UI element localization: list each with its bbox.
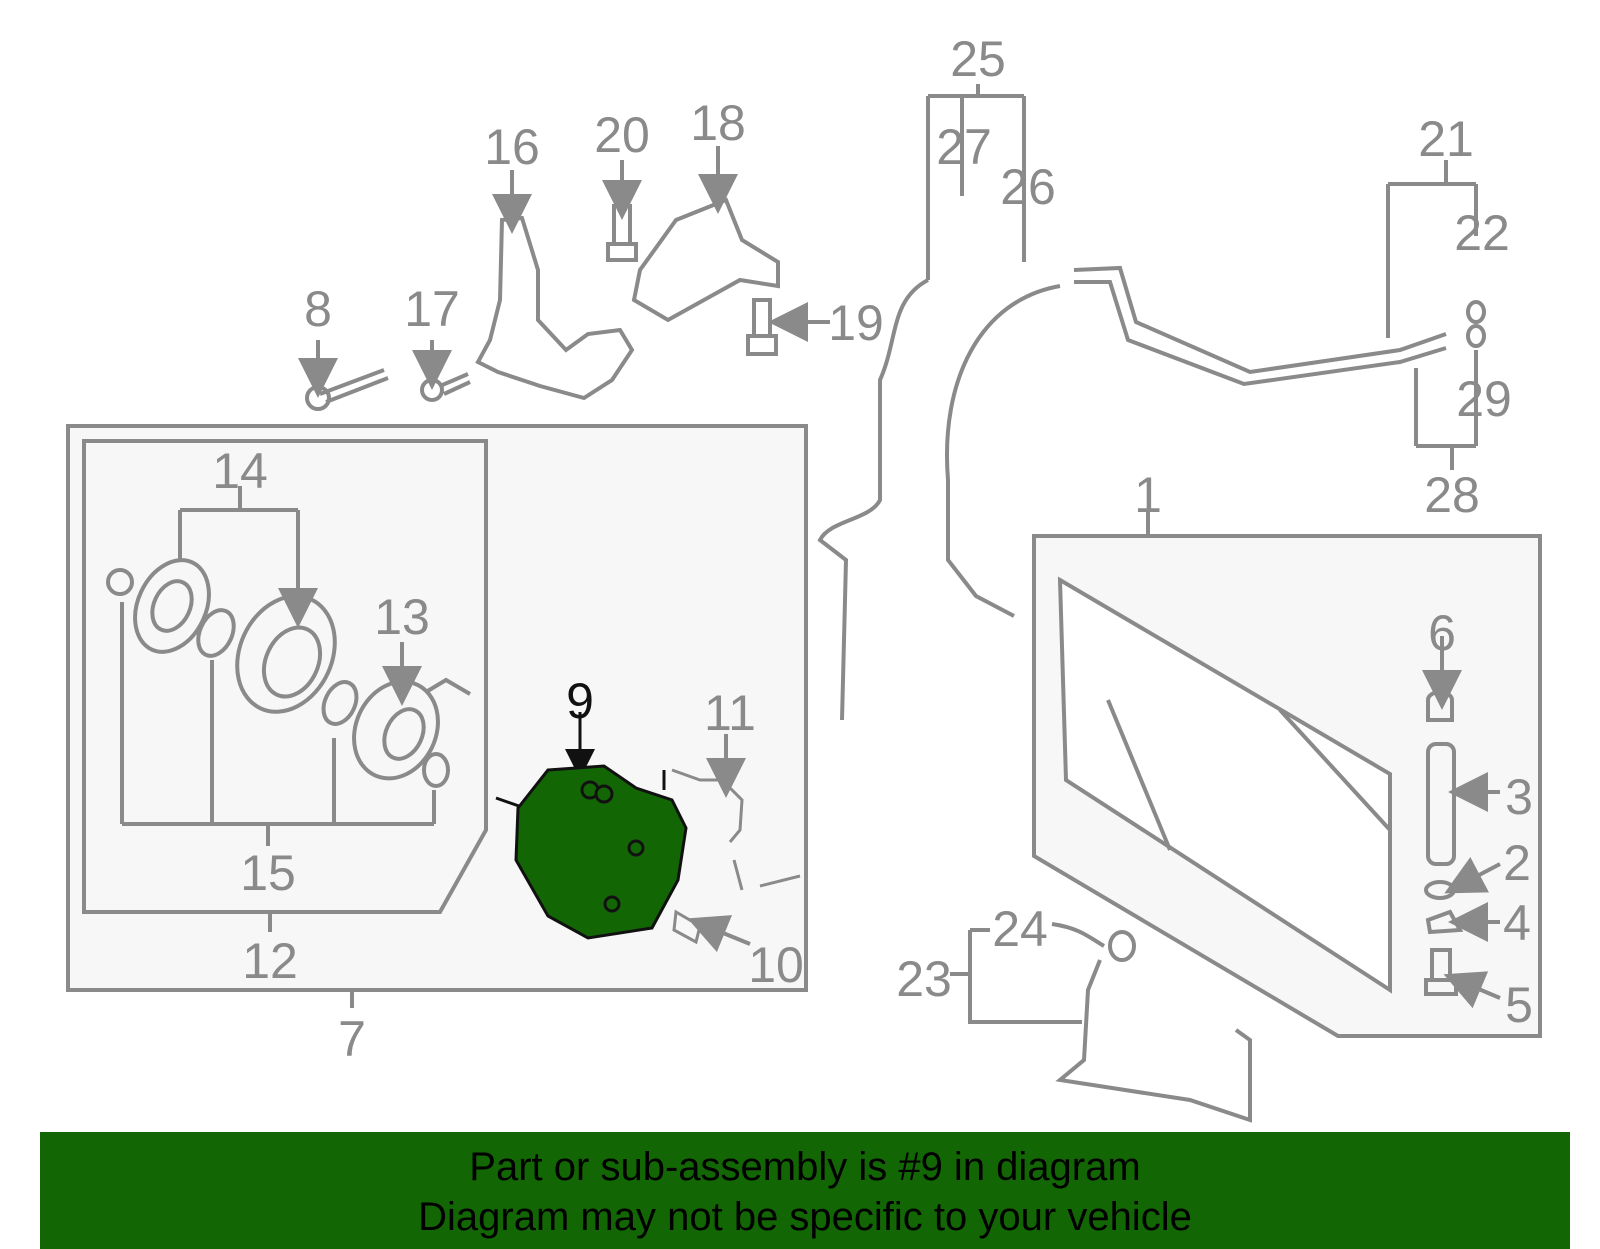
callout-6: 6 <box>1428 605 1456 661</box>
part-info-banner: Part or sub-assembly is #9 in diagram Di… <box>40 1132 1570 1249</box>
callout-19: 19 <box>828 295 884 351</box>
callout-7: 7 <box>338 1011 366 1067</box>
callout-2: 2 <box>1503 835 1531 891</box>
callout-14: 14 <box>212 443 268 499</box>
callout-20: 20 <box>594 107 650 163</box>
banner-line-1: Part or sub-assembly is #9 in diagram <box>469 1145 1141 1189</box>
banner-line-2: Diagram may not be specific to your vehi… <box>418 1195 1192 1239</box>
callout-24: 24 <box>992 901 1048 957</box>
callout-18: 18 <box>690 95 746 151</box>
callout-23: 23 <box>896 951 952 1007</box>
callout-16: 16 <box>484 119 540 175</box>
callout-3: 3 <box>1505 769 1533 825</box>
callout-29: 29 <box>1456 371 1512 427</box>
callout-10: 10 <box>748 937 804 993</box>
callout-1: 1 <box>1134 467 1162 523</box>
callout-8: 8 <box>304 281 332 337</box>
callout-15: 15 <box>240 845 296 901</box>
callout-26: 26 <box>1000 159 1056 215</box>
callout-9: 9 <box>566 673 594 729</box>
callout-27: 27 <box>936 119 992 175</box>
callout-25: 25 <box>950 31 1006 87</box>
callout-22: 22 <box>1454 205 1510 261</box>
callout-4: 4 <box>1503 895 1531 951</box>
callout-28: 28 <box>1424 467 1480 523</box>
callout-5: 5 <box>1505 977 1533 1033</box>
callout-12: 12 <box>242 933 298 989</box>
callout-17: 17 <box>404 281 460 337</box>
compressor-part-9 <box>495 712 688 940</box>
callout-11: 11 <box>704 685 756 741</box>
callout-13: 13 <box>374 589 430 645</box>
callout-21: 21 <box>1418 111 1474 167</box>
